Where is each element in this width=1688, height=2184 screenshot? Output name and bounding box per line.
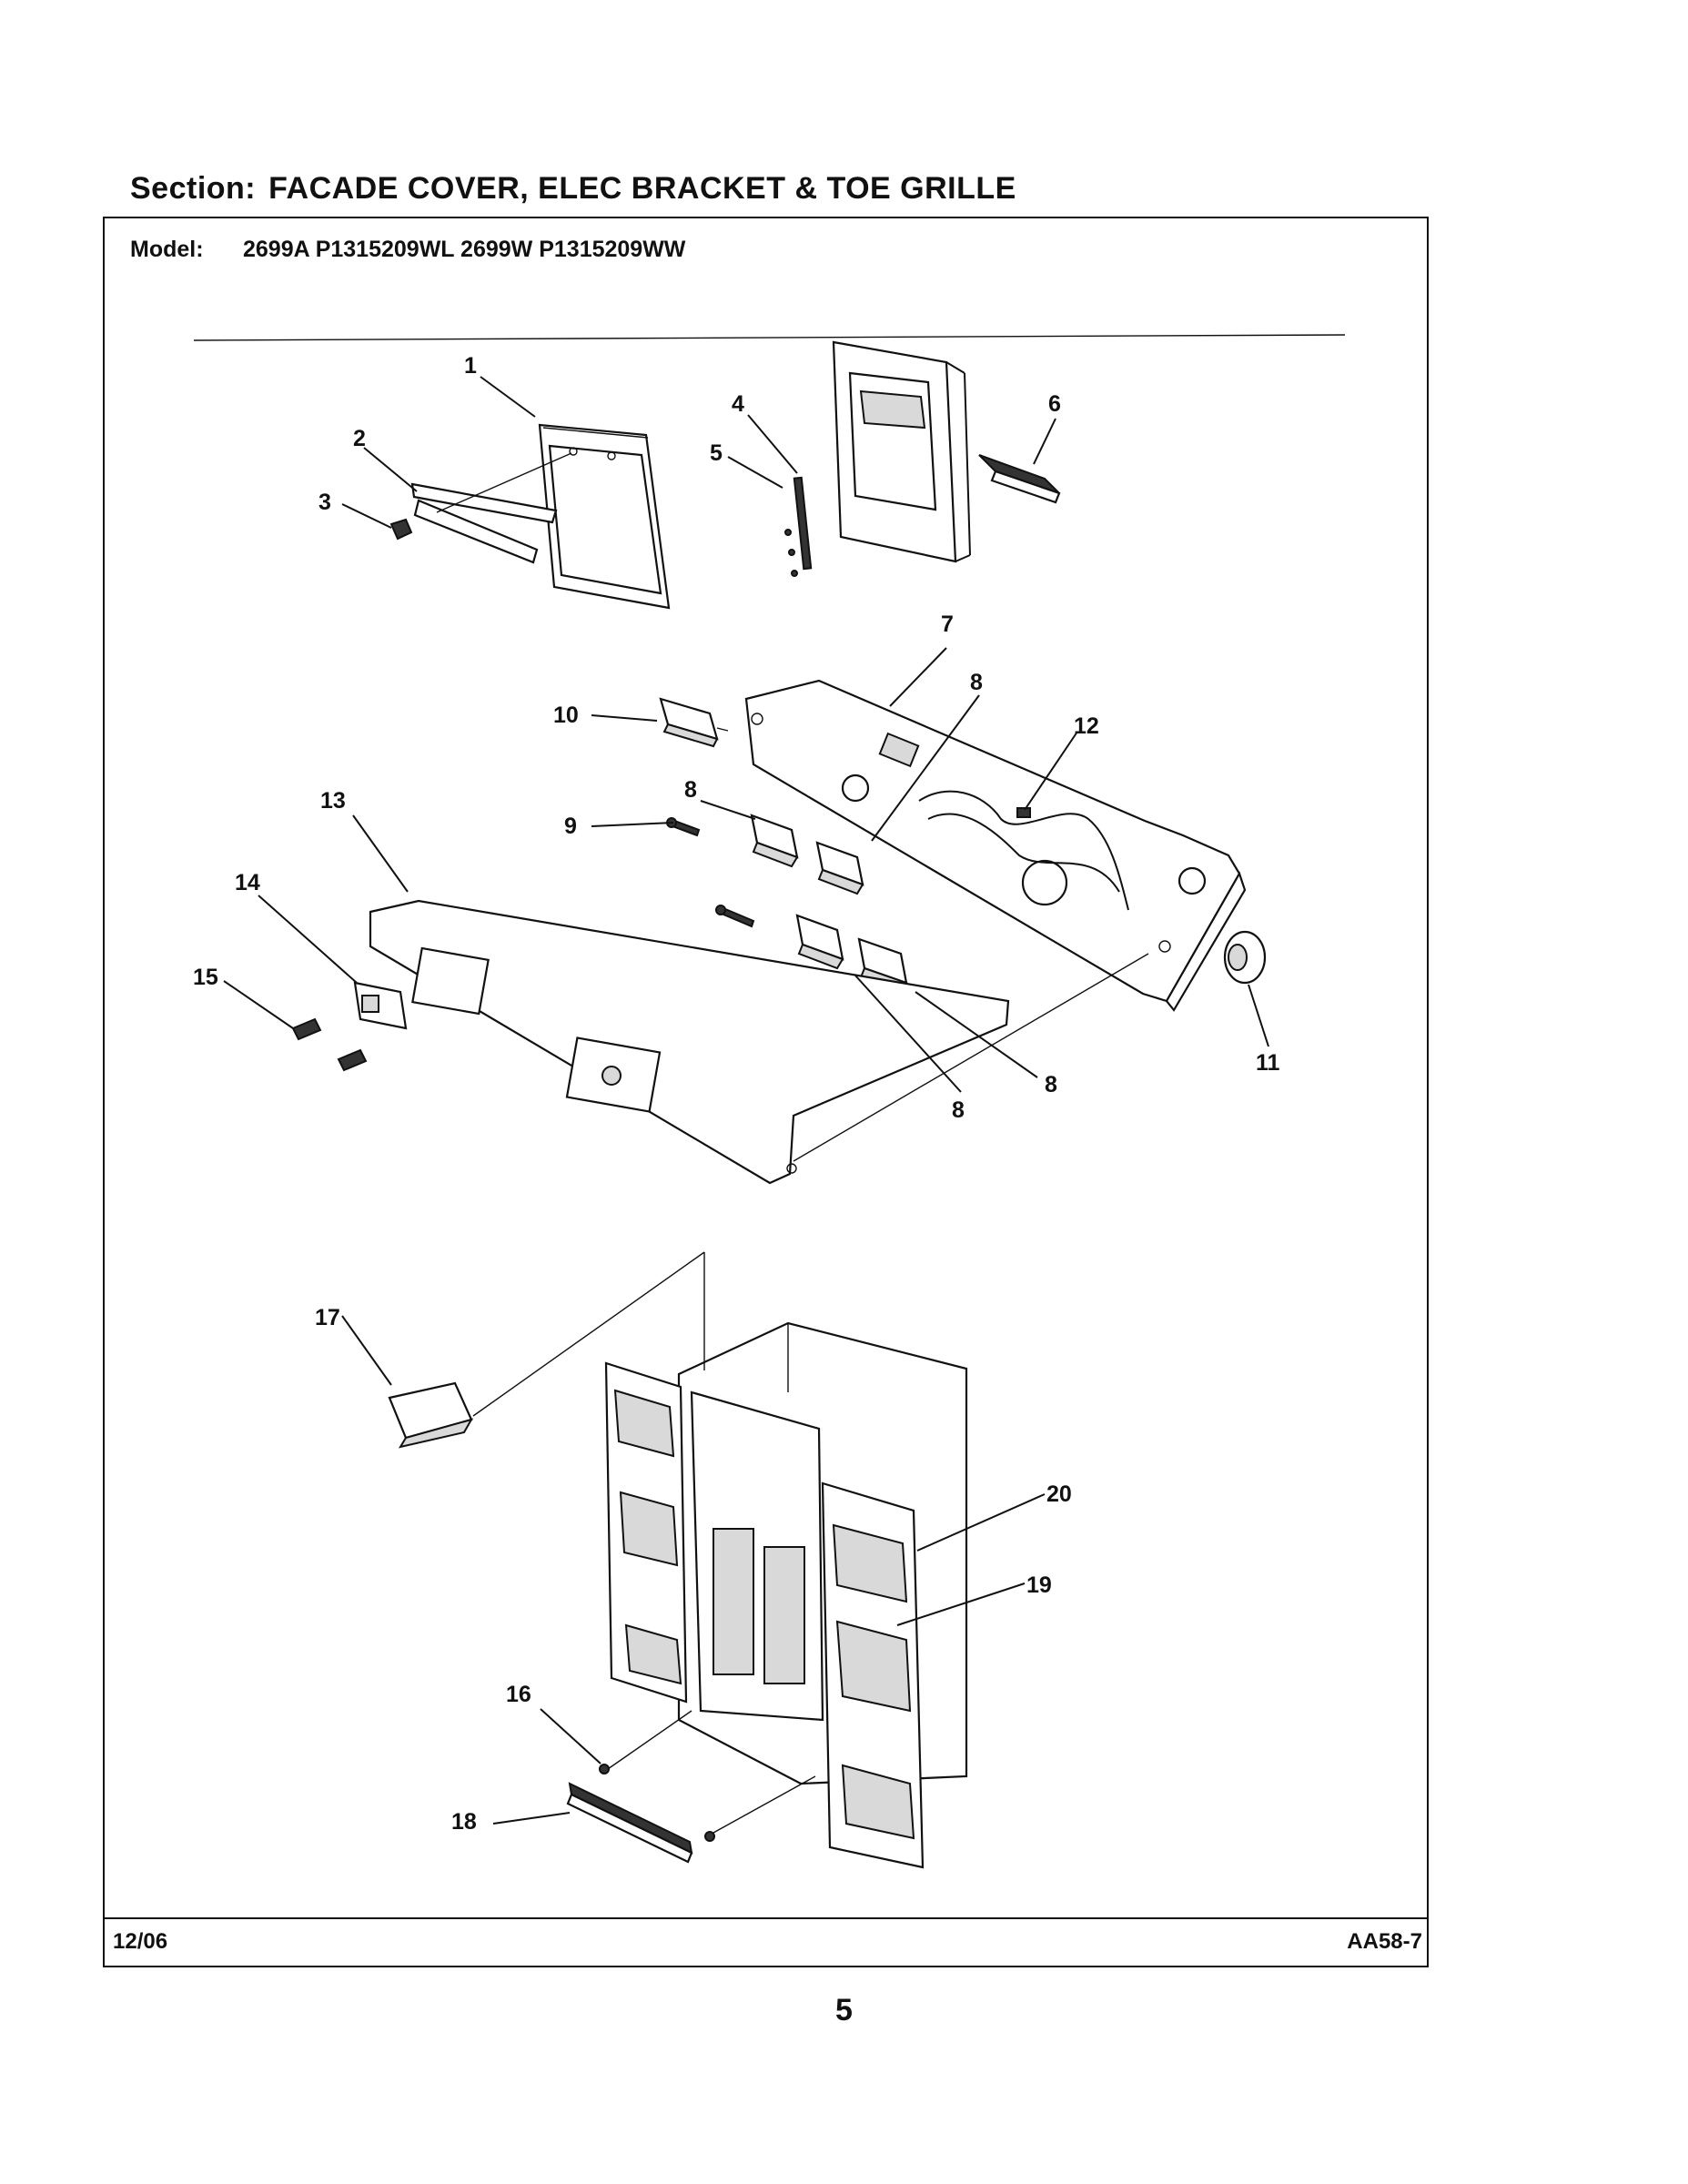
callout-18: 18 [451,1809,477,1835]
fresh-food-door [821,1481,925,1869]
callout-3: 3 [318,490,331,515]
dispenser-housing [832,340,971,563]
screw-lower [715,905,755,928]
model-line: Model: 2699A P1315209WL 2699W P1315209WW [130,237,685,263]
callout-10: 10 [553,703,579,728]
divider-rule [193,334,1346,341]
callout-8-left: 8 [684,777,697,803]
switch-c [795,914,844,970]
switch-a [750,814,799,868]
callout-7: 7 [941,612,954,637]
callout-2: 2 [353,426,366,451]
relay [659,697,729,748]
footer-date: 12/06 [113,1929,168,1954]
callout-16: 16 [506,1682,531,1707]
model-label: Model: [130,237,204,262]
diagram-frame [103,217,1429,1967]
callout-8-bottom-left: 8 [952,1097,965,1123]
footer-rule [103,1917,1429,1919]
callout-6: 6 [1048,391,1061,417]
section-label: Section: [130,171,257,206]
callout-19: 19 [1026,1572,1052,1598]
callout-11: 11 [1256,1050,1280,1076]
grille-clips [599,1710,816,1842]
model-numbers: 2699A P1315209WL 2699W P1315209WW [243,237,686,262]
cover-strip [410,452,572,564]
leader-lines [223,376,1269,1825]
callout-1: 1 [464,353,477,379]
switch-b [815,841,864,895]
light-socket [353,981,408,1030]
facade-cover [538,423,671,610]
callout-12: 12 [1074,713,1099,739]
callout-8-bottom-right: 8 [1045,1072,1057,1097]
callout-4: 4 [732,391,744,417]
callout-numbers: 1 2 3 4 5 6 7 8 8 8 8 9 10 11 12 13 14 1… [193,353,1280,1835]
socket-screws [291,1017,368,1072]
callout-20: 20 [1046,1481,1072,1507]
screw [666,817,701,837]
switch-bracket [784,476,813,577]
section-name: FACADE COVER, ELEC BRACKET & TOE GRILLE [268,171,1016,206]
grommet [1223,930,1267,985]
electrical-bracket [744,679,1247,1012]
clip-fastener [389,518,413,541]
freezer-door [604,1361,688,1704]
electrical-cover-plate [369,899,1149,1185]
dispenser-pad [978,454,1061,504]
callout-5: 5 [710,440,723,466]
toe-grille [566,1782,693,1864]
fresh-food-compartment [690,1390,824,1722]
footer-code: AA58-7 [1347,1929,1422,1954]
callout-8-upper: 8 [970,670,983,695]
callout-17: 17 [315,1305,340,1330]
callout-14: 14 [235,870,260,895]
freezer-bin [388,1251,705,1449]
callout-13: 13 [320,788,346,814]
section-title: Section: FACADE COVER, ELEC BRACKET & TOE… [130,171,1016,207]
page-number: 5 [835,1993,853,2027]
callout-15: 15 [193,965,218,990]
callout-9: 9 [564,814,577,839]
